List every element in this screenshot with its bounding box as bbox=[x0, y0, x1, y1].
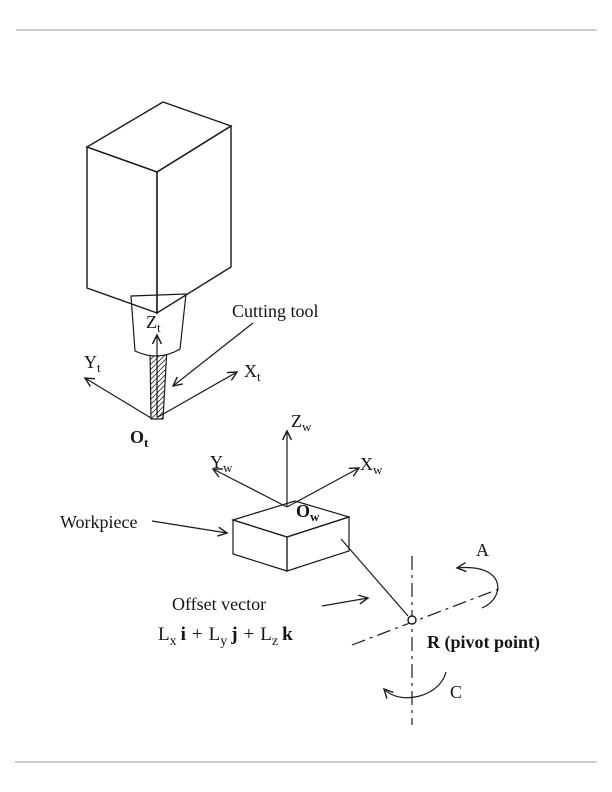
formula-operator: + bbox=[244, 624, 255, 645]
offset-vector-label: Offset vector bbox=[172, 594, 266, 614]
axis-letter: Y bbox=[84, 352, 97, 372]
origin-letter: O bbox=[296, 501, 310, 521]
work-origin-label: Ow bbox=[296, 501, 320, 524]
origin-subscript: t bbox=[144, 435, 149, 450]
axis-subscript: w bbox=[373, 462, 383, 477]
formula-operator: + bbox=[192, 624, 203, 645]
axis-subscript: w bbox=[302, 419, 312, 434]
tool-x-axis-label: Xt bbox=[244, 361, 261, 384]
pivot-point-marker bbox=[407, 615, 417, 625]
axis-subscript: t bbox=[157, 320, 161, 335]
formula-term: L bbox=[158, 624, 170, 645]
work-x-axis-label: Xw bbox=[360, 454, 383, 477]
tool-holder bbox=[130, 293, 187, 357]
c-rotation-arrow bbox=[382, 671, 447, 699]
pivot-point-label: R (pivot point) bbox=[427, 632, 540, 653]
a-rotation-label: A bbox=[476, 540, 489, 560]
origin-letter: O bbox=[130, 427, 144, 447]
formula-subscript: y bbox=[220, 634, 227, 649]
work-y-axis-arrow bbox=[211, 468, 288, 508]
work-y-axis-label: Yw bbox=[210, 452, 233, 475]
cutting-tool-label: Cutting tool bbox=[232, 301, 319, 321]
workpiece-top-face bbox=[230, 500, 352, 538]
formula-term: L bbox=[260, 624, 272, 645]
axis-letter: Y bbox=[210, 452, 223, 472]
c-rotation-label: C bbox=[450, 682, 462, 702]
formula-subscript: x bbox=[170, 634, 177, 649]
tool-y-axis-arrow bbox=[83, 377, 152, 419]
axis-subscript: t bbox=[97, 360, 101, 375]
offset-leader-arrow bbox=[321, 594, 370, 607]
work-x-axis-arrow bbox=[286, 467, 361, 508]
offset-vector-line bbox=[340, 538, 409, 617]
work-z-axis-label: Zw bbox=[291, 411, 312, 434]
tool-x-axis-arrow bbox=[157, 371, 239, 418]
spindle-top-face bbox=[85, 101, 233, 173]
formula-unit-vector: i bbox=[181, 624, 186, 645]
axis-letter: X bbox=[244, 361, 257, 381]
axis-subscript: t bbox=[257, 369, 261, 384]
formula-unit-vector: j bbox=[230, 624, 237, 645]
formula-subscript: z bbox=[272, 634, 278, 649]
tool-y-axis-label: Yt bbox=[84, 352, 101, 375]
workpiece-label: Workpiece bbox=[60, 512, 138, 532]
workpiece-front-face bbox=[232, 519, 288, 572]
formula-unit-vector: k bbox=[282, 624, 293, 645]
tool-origin-label: Ot bbox=[130, 427, 149, 450]
spindle-right-face bbox=[156, 124, 232, 315]
workpiece-right-face bbox=[286, 516, 350, 572]
origin-subscript: w bbox=[310, 509, 320, 524]
axis-letter: X bbox=[360, 454, 373, 474]
a-rotation-arrow bbox=[455, 562, 499, 609]
workpiece-leader-arrow bbox=[151, 520, 229, 537]
spindle-left-face bbox=[86, 146, 158, 314]
cutting-tool-leader-arrow bbox=[171, 322, 254, 387]
tool-z-axis-label: Zt bbox=[146, 312, 161, 335]
axis-letter: Z bbox=[146, 312, 157, 332]
formula-term: L bbox=[209, 624, 221, 645]
axis-subscript: w bbox=[223, 460, 233, 475]
tool-shaft bbox=[149, 347, 168, 420]
axis-letter: Z bbox=[291, 411, 302, 431]
